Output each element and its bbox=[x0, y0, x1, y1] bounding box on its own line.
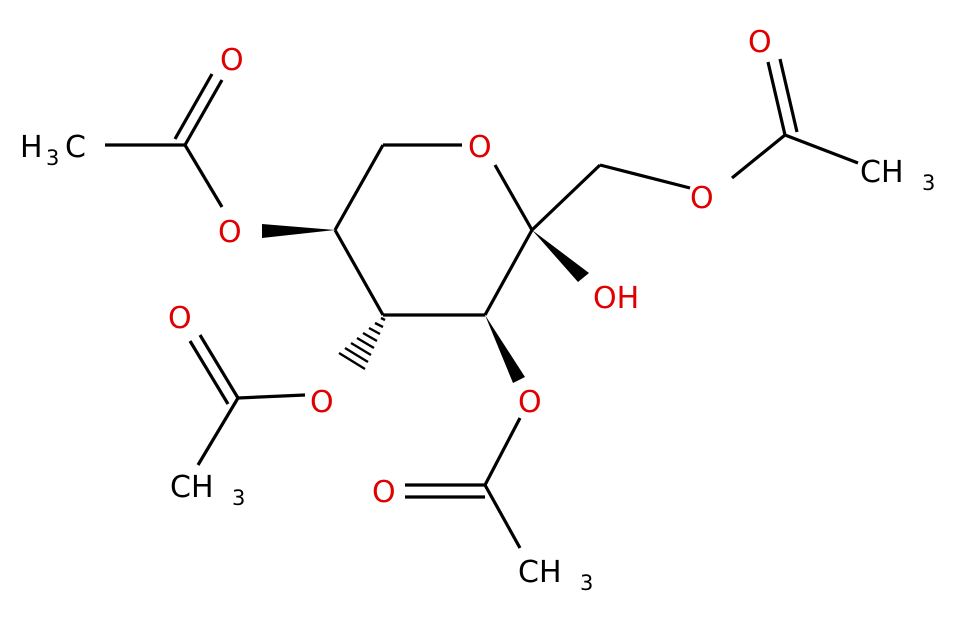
bottom-ester-O: O bbox=[518, 385, 542, 420]
atom-labels: O OH H 3 C O O O O CH 3 O O CH 3 O O CH … bbox=[20, 25, 935, 595]
bottom-methyl-C: CH bbox=[518, 555, 562, 590]
bond-Cacyl-O-double-right-a bbox=[766, 61, 787, 136]
bond-O-Cacyl-bottom bbox=[483, 417, 522, 486]
bond-Cacyl-CH3-bottom bbox=[483, 484, 522, 549]
bond-Cacyl-O-double-midleft-a bbox=[198, 334, 240, 399]
hash-bond-C3-O bbox=[338, 316, 386, 371]
bond-Cacyl-O-double-right-b bbox=[778, 58, 799, 133]
mid-left-carbonyl-O: O bbox=[168, 301, 192, 336]
wedge-C1-OH bbox=[532, 230, 589, 282]
bottom-carbonyl-O: O bbox=[372, 475, 396, 510]
wedge-C5-O bbox=[262, 224, 335, 238]
bond-ring-C3-C5 bbox=[333, 229, 385, 316]
bond-Cacyl-O-double-left-b bbox=[173, 73, 214, 140]
top-left-methyl-sub: 3 bbox=[46, 146, 59, 170]
mid-left-ester-O: O bbox=[310, 385, 334, 420]
top-left-ester-O: O bbox=[218, 215, 242, 250]
top-right-carbonyl-O: O bbox=[748, 25, 772, 60]
bottom-methyl-sub: 3 bbox=[580, 571, 593, 595]
bond-O-Cacyl-midleft bbox=[237, 393, 306, 400]
bond-Cacyl-O-double-midleft-b bbox=[188, 340, 230, 405]
top-right-ester-O: O bbox=[690, 181, 714, 216]
hydroxyl-label: OH bbox=[593, 281, 639, 316]
bond-O-Cacyl-right bbox=[730, 133, 787, 180]
bond-ring-C1-C2 bbox=[483, 229, 534, 316]
ring-oxygen-label: O bbox=[468, 130, 492, 165]
top-left-carbonyl-O: O bbox=[220, 43, 244, 78]
bond-Cacyl-CH3-midleft bbox=[196, 397, 240, 466]
top-left-methyl-H: H bbox=[20, 130, 43, 165]
top-right-methyl-sub: 3 bbox=[922, 171, 935, 195]
top-left-methyl-C: C bbox=[65, 130, 86, 165]
wedge-C2-O bbox=[485, 315, 525, 383]
bonds bbox=[105, 58, 859, 549]
mid-left-methyl-sub: 3 bbox=[232, 486, 245, 510]
top-right-methyl-C: CH bbox=[860, 155, 904, 190]
bond-CH2-O bbox=[599, 163, 691, 190]
bond-Cacyl-O-left bbox=[183, 144, 224, 208]
mid-left-methyl-C: CH bbox=[170, 470, 214, 505]
bond-ring-O-C1 bbox=[493, 164, 534, 231]
wedge-bonds bbox=[262, 224, 589, 383]
bond-Cacyl-CH3-right bbox=[784, 133, 859, 165]
bond-C1-CH2 bbox=[530, 163, 602, 232]
bond-Cacyl-O-double-left-a bbox=[183, 79, 224, 146]
bond-ring-C5-CH2 bbox=[333, 144, 385, 231]
